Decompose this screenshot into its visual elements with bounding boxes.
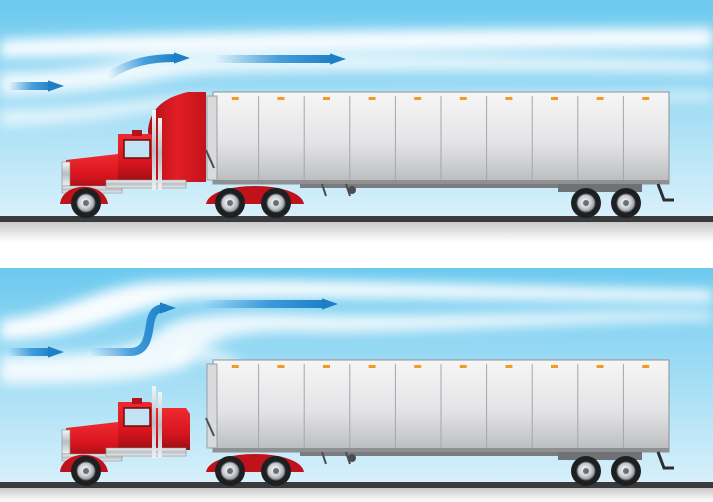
road-shadow bbox=[0, 488, 713, 502]
wheel-icon bbox=[571, 456, 601, 486]
wheel-icon bbox=[571, 188, 601, 218]
wheel-icon bbox=[215, 456, 245, 486]
marker-light bbox=[597, 97, 604, 100]
marker-light bbox=[642, 365, 649, 368]
marker-light bbox=[414, 97, 421, 100]
marker-light bbox=[505, 365, 512, 368]
marker-light bbox=[277, 97, 284, 100]
wheel-icon bbox=[71, 188, 101, 218]
marker-light bbox=[597, 365, 604, 368]
marker-light bbox=[369, 97, 376, 100]
marker-light bbox=[551, 365, 558, 368]
right-arrow-icon bbox=[202, 298, 338, 309]
wheel-icon bbox=[215, 188, 245, 218]
wheel-icon bbox=[261, 456, 291, 486]
marker-light bbox=[277, 365, 284, 368]
road bbox=[0, 216, 713, 222]
wheel-icon bbox=[261, 188, 291, 218]
marker-light bbox=[551, 97, 558, 100]
marker-light bbox=[505, 97, 512, 100]
wheel-icon bbox=[611, 188, 641, 218]
marker-light bbox=[323, 365, 330, 368]
panel-without-fairing bbox=[0, 268, 713, 502]
marker-light bbox=[323, 97, 330, 100]
marker-light bbox=[369, 365, 376, 368]
marker-light bbox=[414, 365, 421, 368]
trailer bbox=[207, 92, 674, 200]
road bbox=[0, 482, 713, 488]
marker-light bbox=[232, 97, 239, 100]
road-shadow bbox=[0, 222, 713, 242]
marker-light bbox=[460, 97, 467, 100]
panel-with-fairing bbox=[0, 0, 713, 242]
marker-light bbox=[460, 365, 467, 368]
wheel-icon bbox=[611, 456, 641, 486]
right-arrow-icon bbox=[214, 53, 346, 64]
marker-light bbox=[642, 97, 649, 100]
marker-light bbox=[232, 365, 239, 368]
trailer bbox=[207, 360, 674, 468]
wheel-icon bbox=[71, 456, 101, 486]
